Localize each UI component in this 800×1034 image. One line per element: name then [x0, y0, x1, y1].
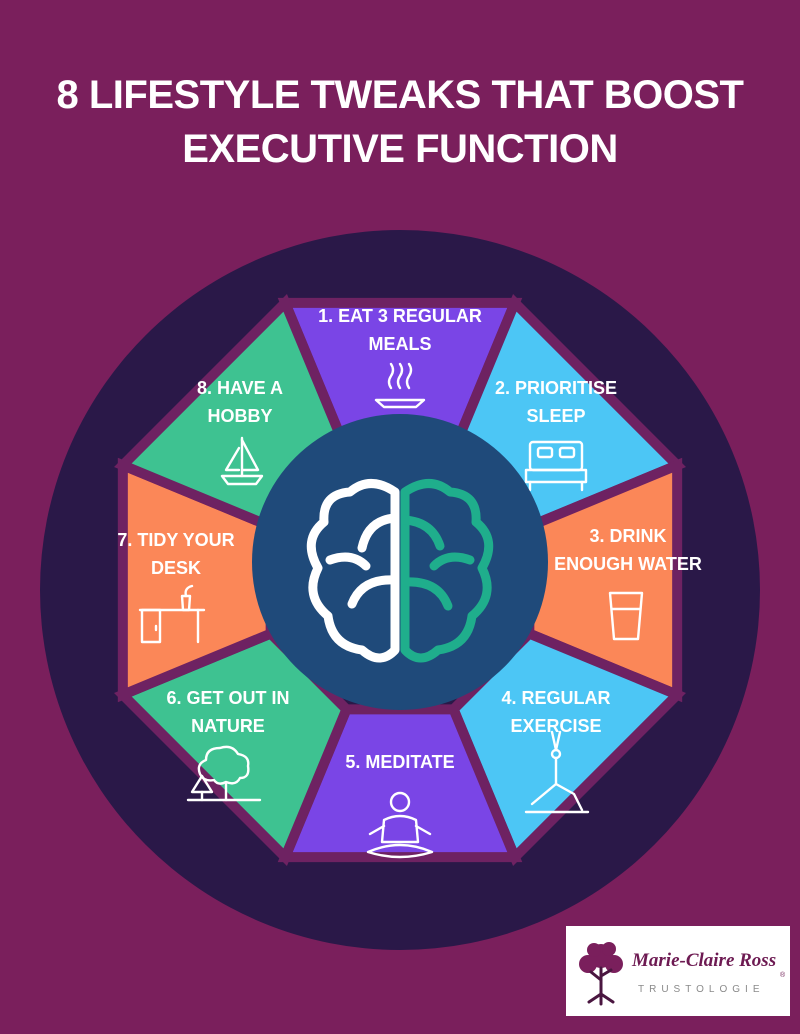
segment-7-label-line-1: 7. TIDY YOUR	[117, 530, 234, 550]
title-line-2: EXECUTIVE FUNCTION	[182, 127, 618, 171]
segment-1-icon-group	[374, 362, 426, 409]
segment-6-label-line-2: NATURE	[191, 716, 265, 736]
segment-7-label-line-2: DESK	[151, 558, 201, 578]
segment-2-label-line-1: 2. PRIORITISE	[495, 378, 617, 398]
segment-2-label-line-2: SLEEP	[526, 406, 585, 426]
segment-1-label-line-2: MEALS	[369, 334, 432, 354]
logo-card: Marie-Claire Ross ® TRUSTOLOGIE	[566, 926, 790, 1016]
segment-8-label-line-1: 8. HAVE A	[197, 378, 283, 398]
logo-name: Marie-Claire Ross	[632, 950, 777, 971]
segment-1-label-line-1: 1. EAT 3 REGULAR	[318, 306, 482, 326]
yoga-pose-icon	[524, 730, 590, 814]
trees-icon	[186, 745, 262, 802]
segment-3-label-line-1: 3. DRINK	[589, 526, 666, 546]
logo-registered-mark: ®	[780, 972, 786, 979]
tree-logo-icon	[579, 942, 623, 1006]
wheel-segments: 1. EAT 3 REGULAR MEALS 2. PRIORITISE SLEEP 3…	[114, 294, 702, 866]
title-line-1: 8 LIFESTYLE TWEAKS THAT BOOST	[56, 73, 744, 117]
segment-4-label-line-1: 4. REGULAR	[501, 688, 610, 708]
desk-with-plant-icon	[138, 584, 206, 644]
segment-5-label-line-1: 5. MEDITATE	[345, 752, 454, 772]
segment-8-label-line-2: HOBBY	[207, 406, 272, 426]
sailboat-icon	[220, 436, 264, 486]
steaming-plate-icon	[374, 362, 426, 409]
logo-tagline: TRUSTOLOGIE	[638, 984, 765, 995]
brain-icon	[306, 479, 494, 663]
center-circle	[252, 414, 548, 710]
segment-4-label-line-2: EXERCISE	[510, 716, 601, 736]
bed-icon	[524, 440, 588, 492]
segment-6-label-line-1: 6. GET OUT IN	[166, 688, 289, 708]
glass-of-water-icon	[608, 591, 644, 641]
meditating-person-icon	[366, 791, 434, 859]
page-title: 8 LIFESTYLE TWEAKS THAT BOOST EXECUTIVE …	[0, 68, 800, 176]
segment-3-label-line-2: ENOUGH WATER	[554, 554, 702, 574]
